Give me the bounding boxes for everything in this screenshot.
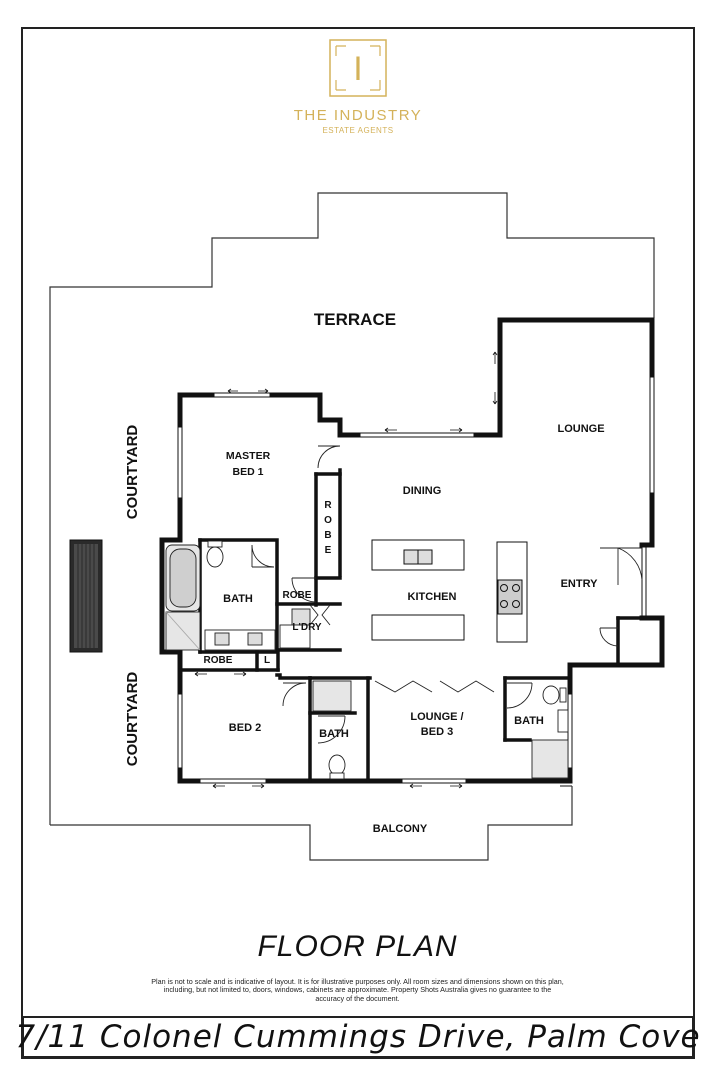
label-bath-bed3: BATH (514, 715, 544, 727)
floor-plan-title: FLOOR PLAN (257, 930, 458, 963)
logo-name: THE INDUSTRY (294, 107, 423, 124)
label-robe-small: ROBE (283, 590, 312, 601)
disclaimer-text: Plan is not to scale and is indicative o… (151, 977, 564, 1003)
label-ldry: L'DRY (292, 622, 322, 633)
label-bath-master: BATH (223, 593, 253, 605)
label-entry: ENTRY (561, 578, 599, 590)
label-lounge: LOUNGE (557, 423, 604, 435)
exterior-walls (159, 317, 665, 784)
label-terrace: TERRACE (314, 310, 396, 329)
label-master-bed-2: BED 1 (233, 466, 264, 478)
label-lounge-bed3-1: LOUNGE / (410, 711, 463, 723)
label-kitchen: KITCHEN (408, 591, 457, 603)
label-courtyard-bottom: COURTYARD (124, 672, 141, 767)
sliding-door-arrows (194, 351, 498, 789)
bath-fixtures (165, 540, 569, 780)
cooktop (497, 579, 523, 615)
label-robe-bed2: ROBE (204, 655, 233, 666)
interior-walls (178, 468, 644, 783)
logo-tagline: ESTATE AGENTS (322, 126, 393, 135)
label-bed-2: BED 2 (229, 722, 261, 734)
label-courtyard-top: COURTYARD (124, 425, 141, 520)
room-labels: TERRACE LOUNGE MASTER BED 1 DINING R O B… (124, 310, 605, 835)
logo-emblem (329, 39, 387, 97)
balcony-outline (50, 786, 573, 861)
courtyard-panel (69, 539, 103, 653)
label-robe-e: E (325, 545, 332, 556)
label-linen: L (264, 655, 270, 666)
outdoor-outline (49, 192, 655, 825)
kitchen-benches (371, 539, 528, 643)
logo: I THE INDUSTRY ESTATE AGENTS (294, 39, 423, 135)
windows (159, 320, 655, 784)
logo-letter: I (353, 50, 362, 88)
label-lounge-bed3-2: BED 3 (421, 726, 453, 738)
page-border (21, 27, 695, 1059)
back-bench (371, 614, 465, 641)
door-swings (251, 445, 643, 744)
label-balcony: BALCONY (373, 823, 428, 835)
label-robe-r: R (324, 500, 332, 511)
label-master-bed-1: MASTER (226, 450, 271, 462)
label-dining: DINING (403, 485, 442, 497)
address-box: 7/11 Colonel Cummings Drive, Palm Cove (15, 1016, 700, 1058)
label-bath-bed2: BATH (319, 728, 349, 740)
label-robe-b: B (324, 530, 331, 541)
label-robe-o: O (324, 515, 332, 526)
property-address: 7/11 Colonel Cummings Drive, Palm Cove (15, 1019, 701, 1055)
